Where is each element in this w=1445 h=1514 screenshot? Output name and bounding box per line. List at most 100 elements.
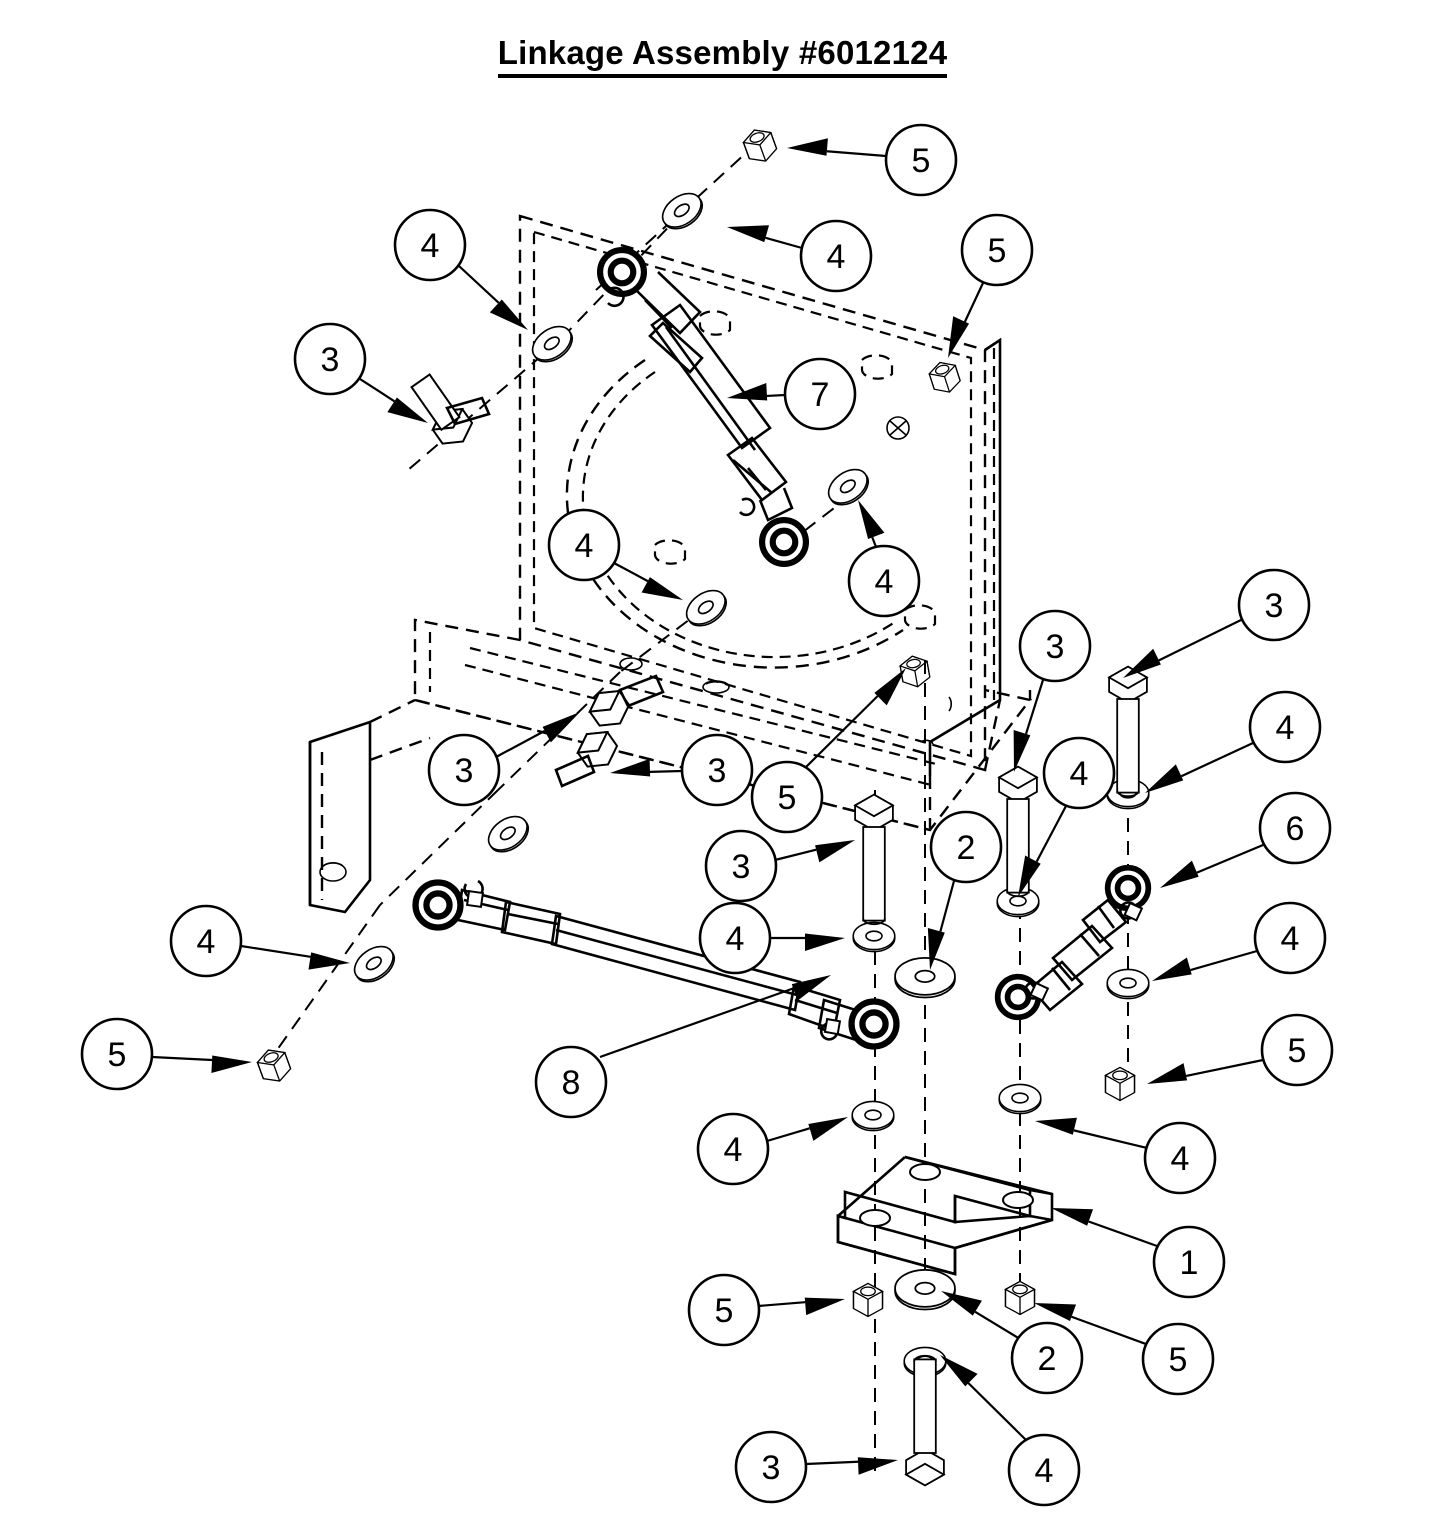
- callout-4-flat-washer[interactable]: 4: [1145, 690, 1322, 793]
- leader-line: [765, 236, 803, 250]
- callout-balloon-circle[interactable]: [534, 1045, 608, 1119]
- leader-arrowhead: [1147, 1063, 1188, 1084]
- callout-balloon-circle[interactable]: [1260, 1013, 1334, 1087]
- callout-1-angle-bracket[interactable]: 1: [1051, 1208, 1226, 1299]
- callout-balloon-circle[interactable]: [734, 1430, 808, 1504]
- leader-arrowhead: [1123, 648, 1161, 678]
- callout-balloon-circle[interactable]: [698, 901, 772, 975]
- leader-line: [974, 1310, 1021, 1340]
- callout-balloon-circle[interactable]: [783, 357, 857, 431]
- leader-line: [359, 378, 396, 403]
- leader-line: [495, 729, 546, 758]
- callout-5-hex-nut[interactable]: 5: [948, 213, 1034, 358]
- callout-balloon-circle[interactable]: [1143, 1121, 1217, 1195]
- callout-balloon-circle[interactable]: [1248, 690, 1322, 764]
- callout-5-hex-nut[interactable]: 5: [1147, 1013, 1334, 1087]
- callout-item-number: 6: [1286, 810, 1305, 848]
- callout-2-large-flat-washer[interactable]: 2: [941, 1291, 1084, 1395]
- callout-3-hex-bolt[interactable]: 3: [610, 733, 754, 807]
- leader-arrowhead: [1018, 855, 1041, 897]
- callout-2-large-flat-washer[interactable]: 2: [927, 810, 1003, 970]
- leader-line: [1035, 805, 1067, 863]
- callout-balloon-circle[interactable]: [929, 810, 1003, 884]
- callout-item-number: 3: [455, 752, 474, 790]
- callout-3-hex-bolt[interactable]: 3: [427, 712, 580, 807]
- callout-5-hex-nut[interactable]: 5: [687, 1273, 845, 1347]
- callout-5-hex-nut[interactable]: 5: [80, 1017, 252, 1091]
- leader-arrowhead: [1034, 1303, 1077, 1322]
- callout-4-flat-washer[interactable]: 4: [1035, 1117, 1217, 1195]
- callout-3-hex-bolt[interactable]: 3: [293, 322, 428, 423]
- leader-arrowhead: [927, 927, 945, 970]
- callout-4-flat-washer[interactable]: 4: [727, 219, 873, 293]
- leader-arrowhead: [1013, 729, 1031, 772]
- callout-8-linkage-rod-long[interactable]: 8: [534, 975, 831, 1119]
- callout-4-flat-washer[interactable]: 4: [696, 1112, 848, 1186]
- callout-balloon-circle[interactable]: [696, 1112, 770, 1186]
- callout-4-flat-washer[interactable]: 4: [940, 1355, 1081, 1507]
- callout-balloon-circle[interactable]: [704, 829, 778, 903]
- callout-balloon-circle[interactable]: [1258, 791, 1332, 865]
- callout-balloon-circle[interactable]: [1018, 609, 1092, 683]
- callout-item-number: 5: [912, 142, 931, 180]
- callout-item-number: 4: [726, 920, 745, 958]
- leader-line: [151, 1055, 213, 1062]
- callout-4-flat-washer[interactable]: 4: [169, 904, 350, 978]
- callout-item-number: 2: [957, 829, 976, 867]
- callout-balloon-circle[interactable]: [750, 760, 824, 834]
- callout-item-number: 4: [827, 238, 846, 276]
- callout-7-linkage-rod-short-upper[interactable]: 7: [727, 357, 857, 431]
- leader-arrowhead: [1051, 1208, 1094, 1226]
- callout-item-number: 2: [1038, 1340, 1057, 1378]
- leader-arrowhead: [1152, 957, 1192, 981]
- callout-3-hex-bolt[interactable]: 3: [704, 829, 855, 903]
- callout-5-hex-nut[interactable]: 5: [787, 123, 958, 197]
- leader-line: [1185, 1058, 1264, 1077]
- callout-3-hex-bolt[interactable]: 3: [734, 1430, 898, 1504]
- callout-4-flat-washer[interactable]: 4: [393, 208, 528, 330]
- callout-3-hex-bolt[interactable]: 3: [1123, 568, 1311, 678]
- callout-balloon-circle[interactable]: [884, 123, 958, 197]
- callout-balloon-circle[interactable]: [1042, 736, 1116, 810]
- callout-balloon-circle[interactable]: [680, 733, 754, 807]
- callout-4-flat-washer[interactable]: 4: [698, 901, 845, 975]
- leader-arrowhead: [948, 316, 970, 358]
- callout-item-number: 4: [875, 563, 894, 601]
- callout-item-number: 3: [762, 1449, 781, 1487]
- reference-housing-phantom: [308, 214, 1033, 914]
- leader-arrowhead: [804, 1297, 845, 1316]
- callout-balloon-circle[interactable]: [393, 208, 467, 282]
- callout-balloon-circle[interactable]: [1237, 568, 1311, 642]
- callout-balloon-circle[interactable]: [847, 544, 921, 618]
- callout-3-hex-bolt[interactable]: 3: [1013, 609, 1092, 772]
- callout-balloon-circle[interactable]: [169, 904, 243, 978]
- leader-arrowhead: [808, 1117, 848, 1141]
- callout-balloon-circle[interactable]: [1253, 901, 1327, 975]
- callout-balloon-circle[interactable]: [687, 1273, 761, 1347]
- callout-balloon-circle[interactable]: [427, 733, 501, 807]
- callout-balloon-circle[interactable]: [80, 1017, 154, 1091]
- callout-balloon-circle[interactable]: [799, 219, 873, 293]
- callout-6-linkage-rod-short-right[interactable]: 6: [1160, 791, 1332, 888]
- part-8-linkage-rod-long: [411, 878, 901, 1051]
- callout-item-number: 5: [1169, 1341, 1188, 1379]
- leader-arrowhead: [858, 500, 885, 539]
- leader-arrowhead: [787, 138, 828, 156]
- callout-5-hex-nut[interactable]: 5: [750, 668, 906, 834]
- callout-4-flat-washer[interactable]: 4: [1152, 901, 1327, 981]
- callout-4-flat-washer[interactable]: 4: [1018, 736, 1116, 897]
- callout-balloon-circle[interactable]: [1152, 1225, 1226, 1299]
- callout-balloon-circle[interactable]: [1141, 1322, 1215, 1396]
- callout-balloon-circle[interactable]: [960, 213, 1034, 287]
- callout-item-number: 4: [575, 527, 594, 565]
- callout-balloon-circle[interactable]: [293, 322, 367, 396]
- callout-4-flat-washer[interactable]: 4: [547, 508, 683, 600]
- callout-balloon-circle[interactable]: [1010, 1321, 1084, 1395]
- callout-balloon-circle[interactable]: [547, 508, 621, 582]
- callout-item-number: 8: [562, 1064, 581, 1102]
- leader-arrowhead: [308, 952, 350, 970]
- callout-balloon-circle[interactable]: [1007, 1433, 1081, 1507]
- callout-5-hex-nut[interactable]: 5: [1034, 1303, 1215, 1396]
- callout-4-flat-washer[interactable]: 4: [847, 500, 921, 618]
